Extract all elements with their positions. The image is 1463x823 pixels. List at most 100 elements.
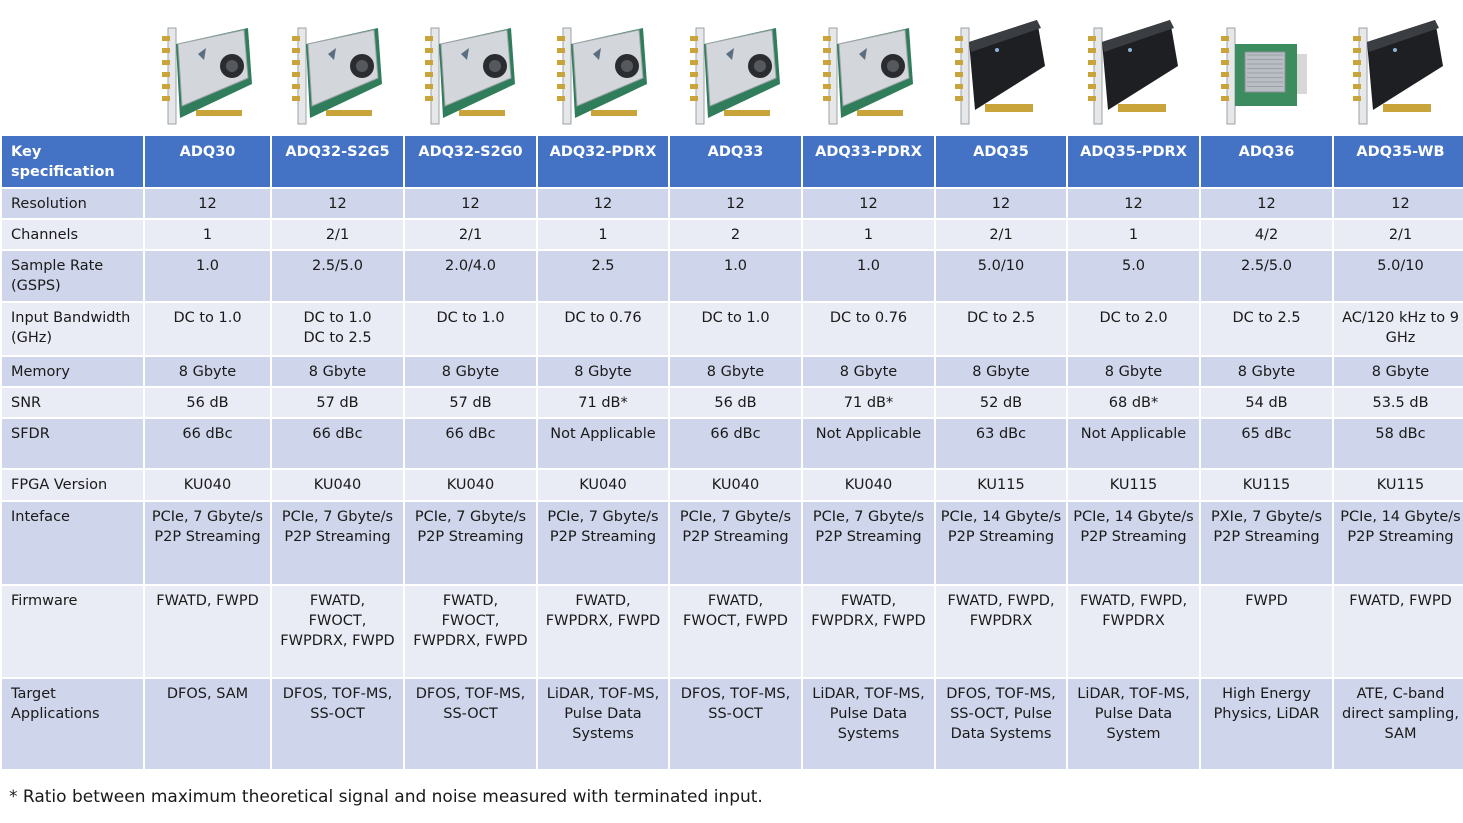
table-cell: 66 dBc [143, 417, 272, 470]
table-cell: 12 [143, 187, 272, 220]
table-cell: 1.0 [668, 249, 803, 303]
table-cell: PCIe, 7 Gbyte/s P2P Streaming [403, 500, 538, 586]
table-cell: 1 [143, 218, 272, 251]
table-cell: 8 Gbyte [143, 355, 272, 388]
header-product-adq35: ADQ35 [934, 134, 1068, 189]
table-cell: 57 dB [270, 386, 405, 419]
table-cell: PCIe, 7 Gbyte/s P2P Streaming [536, 500, 670, 586]
pcie-card-image [547, 14, 657, 130]
table-cell: PCIe, 14 Gbyte/s P2P Streaming [934, 500, 1068, 586]
table-cell: 8 Gbyte [801, 355, 936, 388]
pcie-card-image [1343, 14, 1453, 130]
table-cell: FWATD, FWOCT, FWPD [668, 584, 803, 679]
pcie-card-image [282, 14, 392, 130]
table-cell: 8 Gbyte [1066, 355, 1201, 388]
table-cell: 12 [668, 187, 803, 220]
table-cell: FWATD, FWOCT, FWPDRX, FWPD [270, 584, 405, 679]
table-cell: 2/1 [270, 218, 405, 251]
header-key-specification: Key specification [0, 134, 145, 189]
table-cell: 1 [536, 218, 670, 251]
table-cell: 66 dBc [270, 417, 405, 470]
table-cell: 2.5/5.0 [270, 249, 405, 303]
table-cell: 63 dBc [934, 417, 1068, 470]
table-cell: LiDAR, TOF-MS, Pulse Data System [1066, 677, 1201, 771]
table-cell: DFOS, TOF-MS, SS-OCT [270, 677, 405, 771]
table-cell: 65 dBc [1199, 417, 1334, 470]
table-cell: ATE, C-band direct sampling, SAM [1332, 677, 1463, 771]
header-product-adq33-pdrx: ADQ33-PDRX [801, 134, 936, 189]
pxie-card-image [1211, 14, 1321, 130]
table-cell: PCIe, 14 Gbyte/s P2P Streaming [1066, 500, 1201, 586]
table-cell: 1 [1066, 218, 1201, 251]
table-cell: DFOS, TOF-MS, SS-OCT, Pulse Data Systems [934, 677, 1068, 771]
table-cell: 54 dB [1199, 386, 1334, 419]
table-cell: 2 [668, 218, 803, 251]
table-cell: 5.0 [1066, 249, 1201, 303]
table-cell: 2.0/4.0 [403, 249, 538, 303]
table-cell: 52 dB [934, 386, 1068, 419]
table-cell: 2.5 [536, 249, 670, 303]
header-product-adq33: ADQ33 [668, 134, 803, 189]
table-cell: 68 dB* [1066, 386, 1201, 419]
table-cell: 66 dBc [668, 417, 803, 470]
header-product-adq32-pdrx: ADQ32-PDRX [536, 134, 670, 189]
pcie-card-image [813, 14, 923, 130]
table-cell: PXIe, 7 Gbyte/s P2P Streaming [1199, 500, 1334, 586]
header-product-adq35-wb: ADQ35-WB [1332, 134, 1463, 189]
table-cell: FWATD, FWPD, FWPDRX [1066, 584, 1201, 679]
table-cell: PCIe, 7 Gbyte/s P2P Streaming [270, 500, 405, 586]
table-cell: 8 Gbyte [668, 355, 803, 388]
table-cell: FWATD, FWOCT, FWPDRX, FWPD [403, 584, 538, 679]
table-cell: FWATD, FWPD [143, 584, 272, 679]
row-label: Input Bandwidth (GHz) [0, 301, 145, 357]
table-cell: DFOS, SAM [143, 677, 272, 771]
table-cell: High Energy Physics, LiDAR [1199, 677, 1334, 771]
table-cell: PCIe, 7 Gbyte/s P2P Streaming [801, 500, 936, 586]
row-label: Channels [0, 218, 145, 251]
row-label: Target Applications [0, 677, 145, 771]
header-product-adq32-s2g5: ADQ32-S2G5 [270, 134, 405, 189]
table-cell: 1.0 [143, 249, 272, 303]
table-cell: DC to 1.0 [403, 301, 538, 357]
table-cell: DC to 1.0 DC to 2.5 [270, 301, 405, 357]
table-cell: FWPD [1199, 584, 1334, 679]
table-cell: DC to 2.5 [1199, 301, 1334, 357]
table-cell: 8 Gbyte [934, 355, 1068, 388]
table-cell: 58 dBc [1332, 417, 1463, 470]
table-cell: DC to 1.0 [668, 301, 803, 357]
row-label: Inteface [0, 500, 145, 586]
table-cell: KU115 [1066, 468, 1201, 502]
row-label: SNR [0, 386, 145, 419]
table-cell: 8 Gbyte [1199, 355, 1334, 388]
table-cell: PCIe, 14 Gbyte/s P2P Streaming [1332, 500, 1463, 586]
row-label: Memory [0, 355, 145, 388]
table-cell: 12 [1332, 187, 1463, 220]
table-cell: KU040 [403, 468, 538, 502]
table-cell: 66 dBc [403, 417, 538, 470]
table-cell: 1 [801, 218, 936, 251]
table-cell: 8 Gbyte [1332, 355, 1463, 388]
table-cell: 12 [403, 187, 538, 220]
table-cell: 12 [1066, 187, 1201, 220]
table-cell: 8 Gbyte [403, 355, 538, 388]
table-cell: LiDAR, TOF-MS, Pulse Data Systems [801, 677, 936, 771]
table-cell: Not Applicable [536, 417, 670, 470]
table-cell: 2/1 [934, 218, 1068, 251]
table-cell: 2.5/5.0 [1199, 249, 1334, 303]
header-product-adq32-s2g0: ADQ32-S2G0 [403, 134, 538, 189]
table-cell: 4/2 [1199, 218, 1334, 251]
table-cell: DC to 0.76 [536, 301, 670, 357]
table-cell: KU115 [934, 468, 1068, 502]
pcie-card-image [415, 14, 525, 130]
table-cell: 12 [536, 187, 670, 220]
table-cell: KU040 [143, 468, 272, 502]
table-cell: DC to 2.0 [1066, 301, 1201, 357]
header-product-adq36: ADQ36 [1199, 134, 1334, 189]
